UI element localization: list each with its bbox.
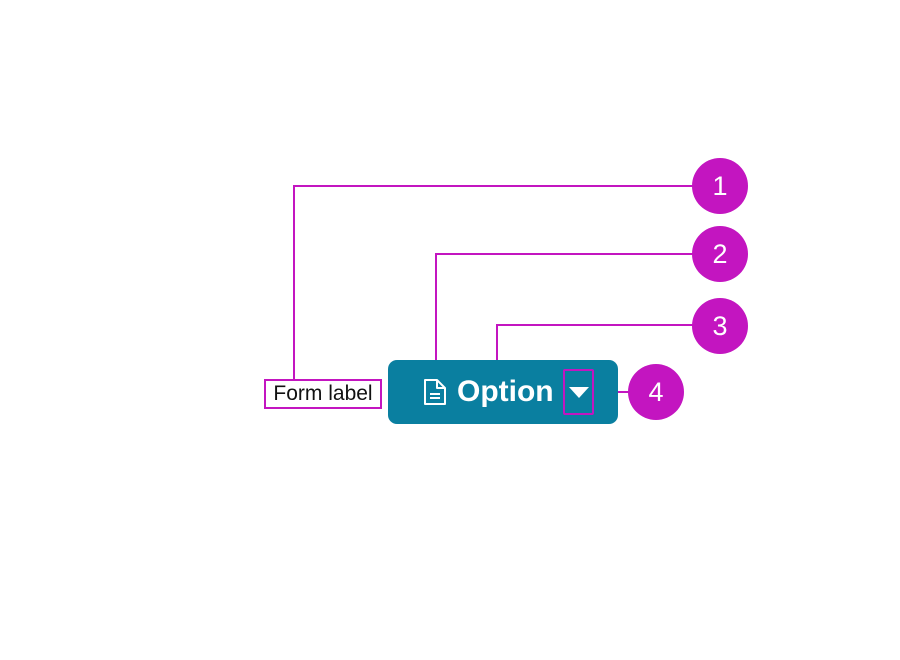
caret-down-icon	[569, 387, 589, 398]
annotation-badge-3: 3	[692, 298, 748, 354]
form-label: Form label	[264, 379, 382, 409]
leader-line-2	[435, 253, 694, 374]
annotation-badge-2: 2	[692, 226, 748, 282]
document-icon	[424, 379, 446, 405]
annotation-badge-1: 1	[692, 158, 748, 214]
caret-toggle[interactable]	[563, 369, 594, 415]
leader-line-1	[293, 185, 694, 379]
annotation-badge-4: 4	[628, 364, 684, 420]
option-label: Option	[457, 375, 554, 408]
leader-line-3	[496, 324, 694, 376]
